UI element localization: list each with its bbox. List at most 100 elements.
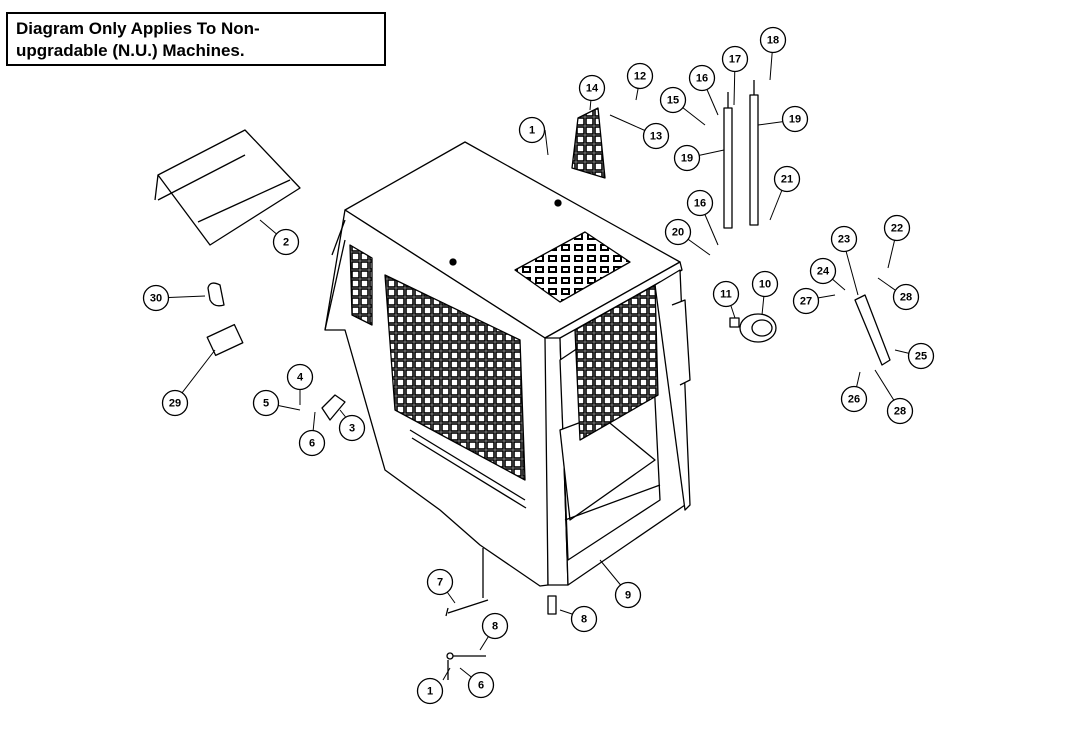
callout-circle [642, 122, 670, 150]
callout-circle [626, 62, 654, 90]
latch-rod-part [446, 652, 486, 680]
callout-c3: 3 [338, 414, 366, 442]
callout-circle [298, 429, 326, 457]
diagram-note-box: Diagram Only Applies To Non- upgradable … [6, 12, 386, 66]
callout-c12: 12 [626, 62, 654, 90]
pin-part [547, 595, 557, 615]
callout-circle [664, 218, 692, 246]
callout-label: 2 [283, 237, 289, 249]
callout-c11: 11 [712, 280, 740, 308]
callout-c27: 27 [792, 287, 820, 315]
callout-c1a: 1 [518, 116, 546, 144]
latch-part [321, 394, 346, 421]
callout-label: 30 [150, 293, 162, 305]
callout-label: 20 [672, 227, 684, 239]
callout-circle [892, 283, 920, 311]
callout-c28b: 28 [886, 397, 914, 425]
callout-c19a: 19 [673, 144, 701, 172]
callout-label: 29 [169, 398, 181, 410]
callout-label: 3 [349, 423, 355, 435]
callout-c18: 18 [759, 26, 787, 54]
callout-label: 5 [263, 398, 269, 410]
callout-circle [673, 144, 701, 172]
callout-label: 13 [650, 131, 662, 143]
callout-label: 16 [696, 73, 708, 85]
callout-label: 18 [767, 35, 779, 47]
callout-label: 19 [681, 153, 693, 165]
callout-c5: 5 [252, 389, 280, 417]
callout-c17: 17 [721, 45, 749, 73]
callout-c16a: 16 [688, 64, 716, 92]
callout-circle [830, 225, 858, 253]
cylinder-part [206, 323, 244, 357]
callout-c20: 20 [664, 218, 692, 246]
callout-label: 19 [789, 114, 801, 126]
callout-label: 24 [817, 266, 830, 278]
callout-label: 7 [437, 577, 443, 589]
callout-c8a: 8 [481, 612, 509, 640]
callout-c23: 23 [830, 225, 858, 253]
callout-c7: 7 [426, 568, 454, 596]
callout-c1b: 1 [416, 677, 444, 705]
callout-label: 28 [894, 406, 906, 418]
callout-c8b: 8 [570, 605, 598, 633]
callout-circle [886, 397, 914, 425]
callout-circle [712, 280, 740, 308]
callout-c30: 30 [142, 284, 170, 312]
callout-c24: 24 [809, 257, 837, 285]
callout-label: 25 [915, 351, 927, 363]
clip-part [207, 282, 225, 307]
callout-bubbles: 1123456678891011121314151616171819192021… [142, 26, 935, 705]
callout-circle [759, 26, 787, 54]
callout-label: 26 [848, 394, 860, 406]
callout-c25: 25 [907, 342, 935, 370]
callout-circle [286, 363, 314, 391]
callout-circle [751, 270, 779, 298]
callout-label: 14 [586, 83, 599, 95]
callout-label: 23 [838, 234, 850, 246]
callout-circle [792, 287, 820, 315]
callout-label: 16 [694, 198, 706, 210]
callout-label: 9 [625, 590, 631, 602]
dome-light-part [729, 313, 777, 343]
callout-label: 11 [720, 289, 732, 301]
callout-circle [416, 677, 444, 705]
callout-label: 22 [891, 223, 903, 235]
roof-grille-part [571, 107, 606, 179]
callout-circle [840, 385, 868, 413]
note-line-2: upgradable (N.U.) Machines. [16, 41, 245, 60]
gas-strut-parts [723, 80, 759, 229]
callout-circle [578, 74, 606, 102]
callout-circle [518, 116, 546, 144]
note-line-1: Diagram Only Applies To Non- [16, 19, 260, 38]
callout-circle [809, 257, 837, 285]
callout-circle [481, 612, 509, 640]
callout-c4: 4 [286, 363, 314, 391]
callout-label: 8 [581, 614, 587, 626]
callout-c15: 15 [659, 86, 687, 114]
callout-circle [426, 568, 454, 596]
callout-c6b: 6 [467, 671, 495, 699]
callout-circle [272, 228, 300, 256]
cab-frame-part [324, 141, 691, 587]
callout-label: 12 [634, 71, 646, 83]
callout-label: 6 [478, 680, 484, 692]
floor-plate-part [154, 129, 301, 246]
callout-c22: 22 [883, 214, 911, 242]
callout-label: 27 [800, 296, 812, 308]
callout-circle [659, 86, 687, 114]
callout-circle [252, 389, 280, 417]
callout-c26: 26 [840, 385, 868, 413]
callout-circle [161, 389, 189, 417]
callout-c21: 21 [773, 165, 801, 193]
callout-c13: 13 [642, 122, 670, 150]
callout-label: 15 [667, 95, 679, 107]
bracket-part [854, 294, 891, 366]
callout-label: 17 [729, 54, 741, 66]
callout-c16b: 16 [686, 189, 714, 217]
callout-label: 21 [781, 174, 793, 186]
callout-c29: 29 [161, 389, 189, 417]
callout-label: 1 [529, 125, 535, 137]
callout-circle [142, 284, 170, 312]
callout-circle [773, 165, 801, 193]
